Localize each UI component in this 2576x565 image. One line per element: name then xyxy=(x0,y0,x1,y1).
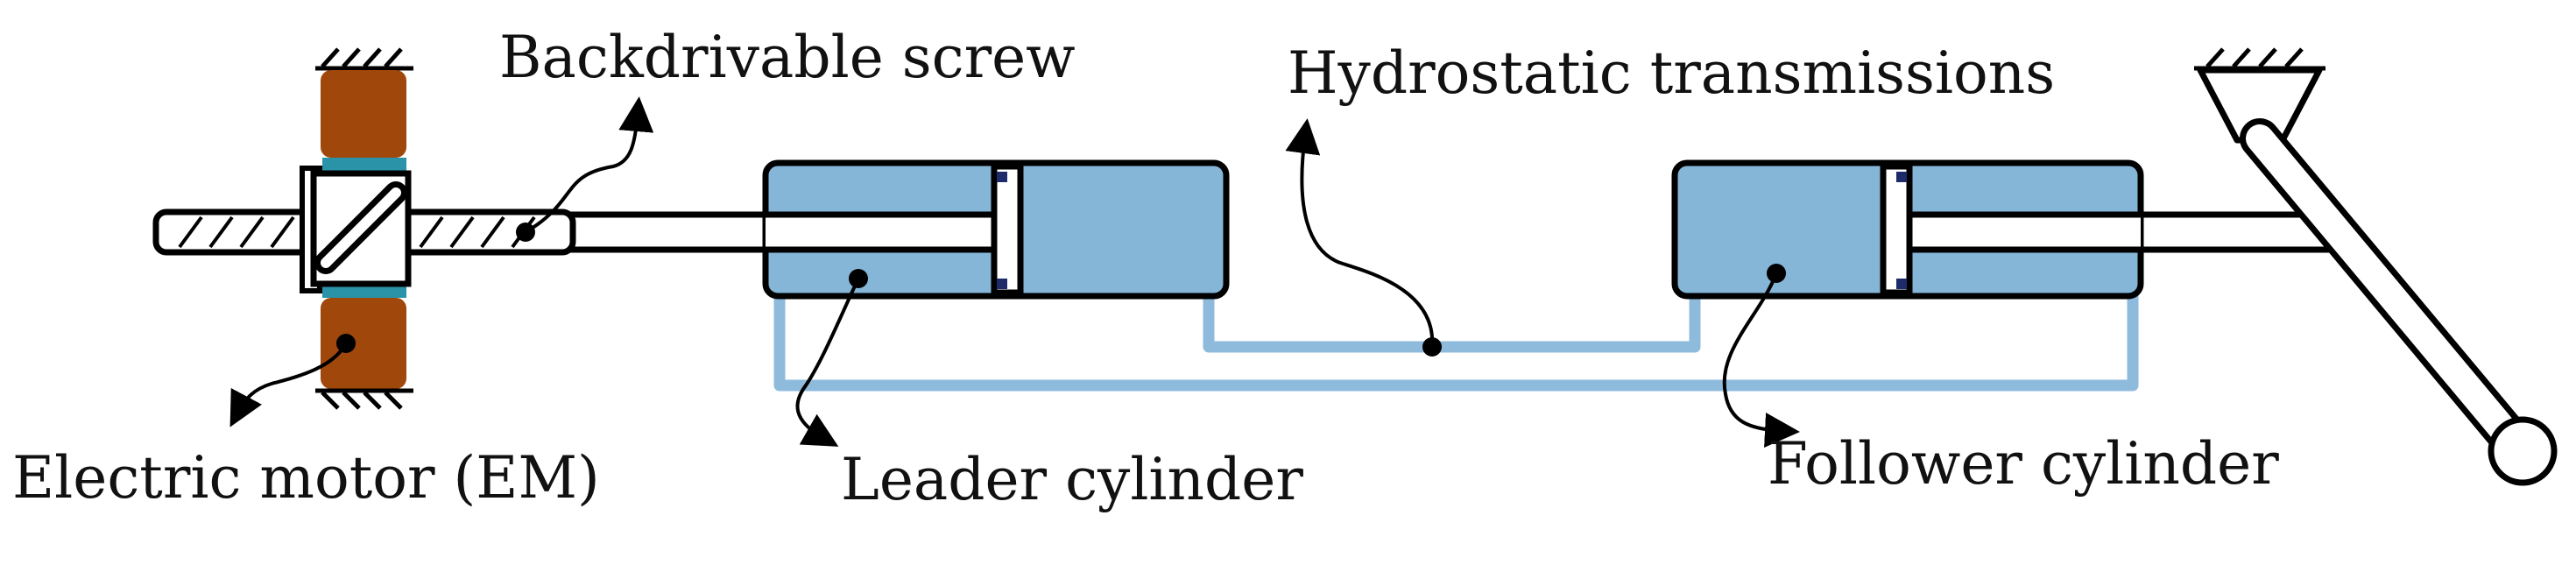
motor-stator-top xyxy=(321,70,406,158)
inner-fluid-line xyxy=(1203,289,1701,353)
label-follower-cylinder: Follower cylinder xyxy=(1768,430,2279,498)
outer-fluid-line xyxy=(773,289,2139,392)
screw-shaft xyxy=(152,208,771,256)
screw-nut xyxy=(300,166,412,293)
callout-follower-cylinder xyxy=(1722,272,1800,448)
pivot-lever xyxy=(2194,47,2558,486)
follower-seal-bottom xyxy=(1896,279,1907,289)
electric-motor xyxy=(315,47,413,410)
motor-seal-bottom xyxy=(322,284,406,298)
leader-piston xyxy=(991,163,1024,296)
callout-electric-motor xyxy=(229,342,348,427)
label-electric-motor: Electric motor (EM) xyxy=(12,444,600,512)
motor-seal-top xyxy=(322,158,406,172)
leader-seal-bottom xyxy=(997,279,1007,289)
callout-backdrivable-screw xyxy=(524,96,654,234)
fluid-lines xyxy=(773,289,2139,392)
motor-ground-bottom xyxy=(315,388,413,410)
lever-end-knob xyxy=(2488,416,2558,486)
callout-dots xyxy=(336,222,1786,357)
label-backdrivable-screw: Backdrivable screw xyxy=(499,24,1076,91)
label-hydrostatic-transmissions: Hydrostatic transmissions xyxy=(1288,39,2055,107)
follower-piston xyxy=(1880,163,1913,296)
motor-stator-bottom xyxy=(321,298,406,389)
label-leader-cylinder: Leader cylinder xyxy=(841,446,1303,513)
callout-leader-cylinder xyxy=(795,278,860,447)
callout-lines xyxy=(229,96,1800,448)
follower-cylinder xyxy=(1671,159,2144,300)
leader-cylinder xyxy=(762,159,1230,300)
leader-seal-top xyxy=(997,172,1007,182)
callout-hydrostatic xyxy=(1285,118,1435,348)
pivot-ground xyxy=(2194,47,2325,71)
motor-ground-top xyxy=(315,47,413,71)
follower-seal-top xyxy=(1896,172,1907,182)
